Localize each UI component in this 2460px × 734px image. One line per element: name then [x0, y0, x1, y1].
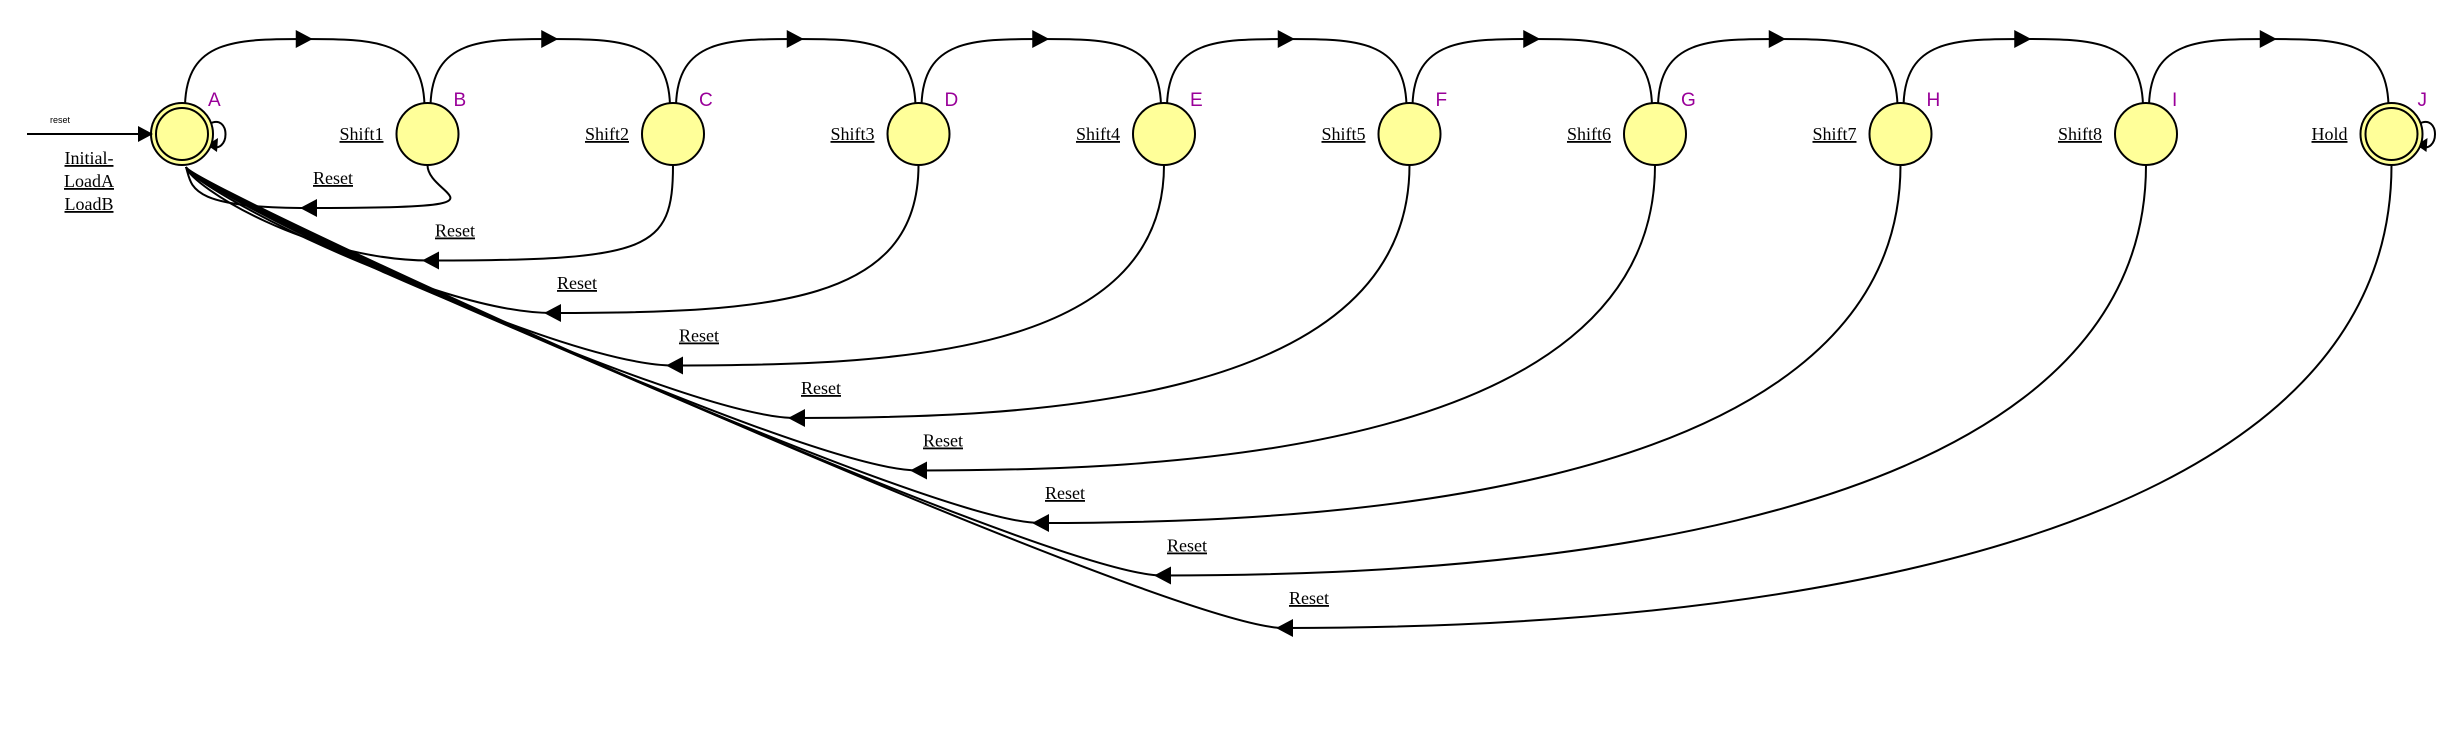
- forward-transitions: [184, 30, 2390, 106]
- initial-arrowhead: [138, 126, 153, 142]
- reset-edge-f: [185, 164, 1411, 420]
- transition-arrowhead-d-e: [1032, 30, 1050, 48]
- state-letter-d: D: [945, 90, 959, 111]
- state-output-h: Shift7: [1812, 124, 1856, 144]
- state-letter-f: F: [1436, 90, 1448, 111]
- reset-arrowhead-b: [300, 199, 317, 217]
- reset-edge-b: [185, 164, 452, 210]
- transition-arrowhead-f-g: [1523, 30, 1541, 48]
- initial-output-line-3: LoadB: [65, 194, 114, 214]
- state-f: F Shift5: [1321, 90, 1448, 166]
- state-inner-ring-a: [155, 107, 209, 161]
- reset-label-b: Reset: [313, 168, 353, 188]
- state-d: D Shift3: [830, 90, 959, 166]
- reset-label-e: Reset: [679, 326, 719, 346]
- reset-arrowhead-f: [788, 409, 805, 427]
- state-e: E Shift4: [1076, 90, 1203, 166]
- reset-edge-j: [185, 164, 2393, 630]
- state-letter-e: E: [1190, 90, 1203, 111]
- state-circle-a: [150, 102, 214, 166]
- state-b: B Shift1: [339, 90, 467, 166]
- state-g: G Shift6: [1567, 90, 1696, 166]
- reset-arrowhead-c: [422, 251, 439, 270]
- state-circle-e: [1132, 102, 1196, 166]
- state-output-f: Shift5: [1321, 124, 1365, 144]
- reset-arrowhead-d: [544, 304, 561, 322]
- reset-input-label: reset: [50, 115, 71, 125]
- state-output-e: Shift4: [1076, 124, 1120, 144]
- reset-arrowhead-h: [1032, 514, 1049, 532]
- state-letter-c: C: [699, 90, 713, 111]
- transition-arrowhead-e-f: [1277, 30, 1295, 48]
- reset-arrowhead-e: [666, 356, 683, 375]
- reset-label-h: Reset: [1045, 483, 1085, 503]
- transition-arrowhead-b-c: [541, 30, 559, 48]
- reset-edge-d: [185, 164, 920, 315]
- state-output-d: Shift3: [830, 124, 874, 144]
- state-inner-ring-j: [2364, 107, 2419, 161]
- state-circle-i: [2114, 102, 2178, 166]
- labels: reset Initial- LoadA LoadB: [27, 115, 153, 214]
- state-circle-d: [886, 102, 951, 166]
- transition-edge-a-b: [184, 37, 426, 106]
- self-loop-arrowhead-a: [207, 138, 218, 152]
- reset-label-j: Reset: [1289, 588, 1329, 608]
- state-output-j: Hold: [2312, 124, 2348, 144]
- reset-label-i: Reset: [1167, 536, 1207, 556]
- state-letter-h: H: [1927, 90, 1941, 111]
- state-output-g: Shift6: [1567, 124, 1611, 144]
- reset-transitions: ResetResetResetResetResetResetResetReset…: [185, 164, 2393, 637]
- state-i: I Shift8: [2058, 90, 2178, 166]
- state-circle-h: [1868, 102, 1933, 166]
- reset-label-f: Reset: [801, 378, 841, 398]
- initial-output-line-1: Initial-: [65, 148, 114, 168]
- state-letter-g: G: [1681, 90, 1696, 111]
- transition-arrowhead-g-h: [1768, 30, 1786, 48]
- state-circle-f: [1377, 102, 1442, 166]
- transition-edge-b-c: [429, 37, 671, 106]
- initial-output-line-2: LoadA: [64, 171, 114, 191]
- transition-edge-i-j: [2148, 37, 2390, 106]
- reset-label-d: Reset: [557, 273, 597, 293]
- state-letter-b: B: [454, 90, 467, 111]
- state-a: A: [150, 90, 227, 166]
- state-output-c: Shift2: [585, 124, 629, 144]
- transition-edge-e-f: [1166, 37, 1408, 106]
- reset-label-g: Reset: [923, 431, 963, 451]
- transition-arrowhead-a-b: [295, 30, 313, 48]
- reset-arrowhead-j: [1276, 619, 1293, 637]
- state-letter-a: A: [208, 90, 221, 111]
- reset-edge-e: [185, 164, 1165, 367]
- state-c: C Shift2: [585, 90, 713, 166]
- self-loop-arrowhead-j: [2416, 138, 2428, 152]
- state-circle-b: [395, 102, 460, 166]
- reset-edge-g: [185, 164, 1656, 472]
- transition-arrowhead-c-d: [786, 30, 804, 48]
- reset-edge-i: [185, 164, 2147, 577]
- state-circle-j: [2359, 102, 2424, 166]
- state-h: H Shift7: [1812, 90, 1941, 166]
- state-circle-c: [641, 102, 705, 166]
- reset-label-c: Reset: [435, 221, 475, 241]
- reset-arrowhead-g: [910, 461, 927, 480]
- reset-arrowhead-i: [1154, 566, 1171, 585]
- states: A B Shift1 C Shift2 D Shift3 E Shift4 F Shift5 G Shi…: [150, 90, 2436, 166]
- state-j: J Hold: [2312, 90, 2436, 166]
- transition-arrowhead-h-i: [2014, 30, 2032, 48]
- state-letter-i: I: [2172, 90, 2177, 111]
- state-letter-j: J: [2418, 90, 2428, 111]
- state-circle-g: [1623, 102, 1687, 166]
- state-output-i: Shift8: [2058, 124, 2102, 144]
- transition-arrowhead-i-j: [2259, 30, 2277, 48]
- transition-edge-f-g: [1411, 37, 1653, 106]
- state-output-b: Shift1: [339, 124, 383, 144]
